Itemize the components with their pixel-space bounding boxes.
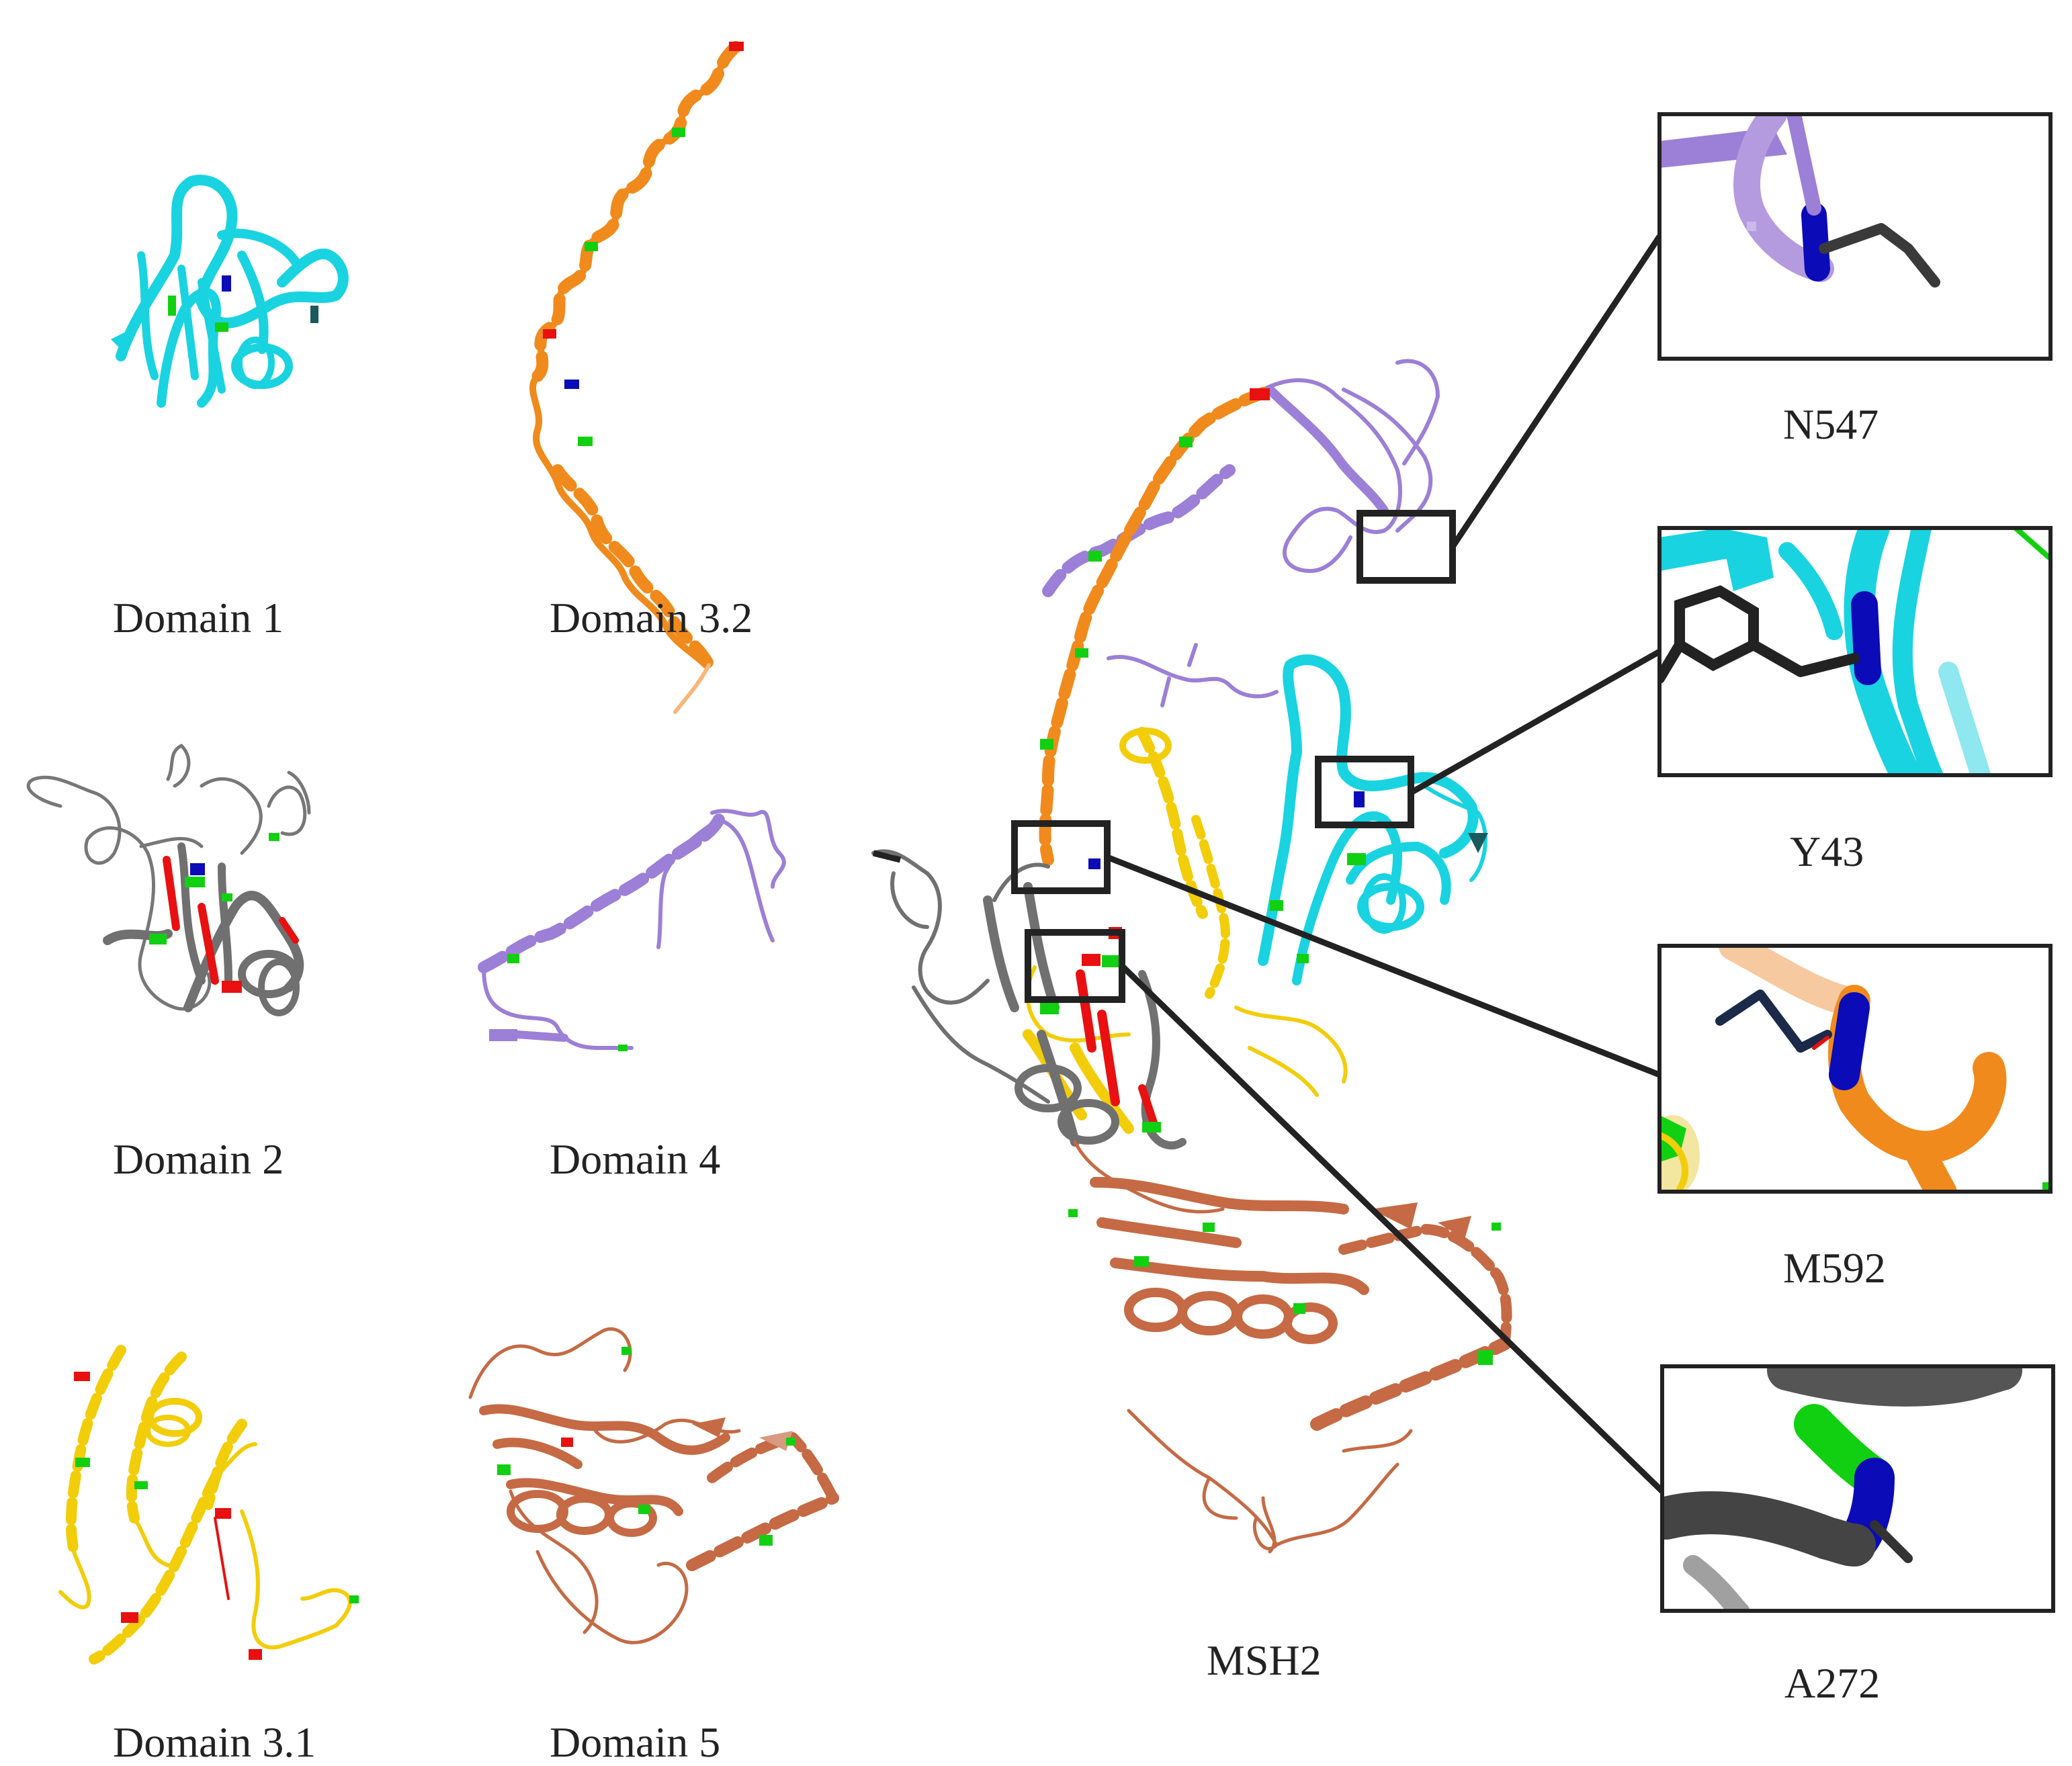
- label-a272: A272: [1784, 1659, 1881, 1707]
- connector-a272: [1119, 963, 1665, 1494]
- inset-a272: [1660, 1364, 2055, 1613]
- connector-lines: [872, 234, 1665, 1494]
- domain2-structure: [26, 744, 311, 1016]
- label-y43: Y43: [1790, 828, 1864, 875]
- label-domain32: Domain 3.2: [550, 594, 753, 642]
- inset-n547: [1657, 112, 2053, 361]
- connector-m592: [1106, 854, 1661, 1078]
- domain31-structure: [58, 1345, 359, 1665]
- label-m592: M592: [1783, 1244, 1886, 1292]
- label-domain1: Domain 1: [113, 594, 284, 642]
- label-domain4: Domain 4: [550, 1135, 721, 1183]
- box-m592: [1011, 820, 1111, 894]
- connector-y43: [1409, 649, 1661, 795]
- domain4-structure: [478, 809, 786, 1051]
- label-domain31: Domain 3.1: [113, 1718, 316, 1766]
- inset-m592: [1657, 944, 2053, 1194]
- label-domain5: Domain 5: [550, 1718, 721, 1766]
- domain1-structure: [111, 175, 349, 408]
- label-msh2: MSH2: [1207, 1636, 1322, 1684]
- inset-y43: [1657, 526, 2053, 777]
- label-domain2: Domain 2: [113, 1135, 284, 1183]
- domain5-structure: [468, 1327, 839, 1644]
- msh2-structure: [871, 359, 1512, 1554]
- connector-domain4: [872, 850, 902, 863]
- domain32-structure: [529, 41, 744, 714]
- label-n547: N547: [1783, 400, 1879, 448]
- connector-n547: [1450, 234, 1662, 549]
